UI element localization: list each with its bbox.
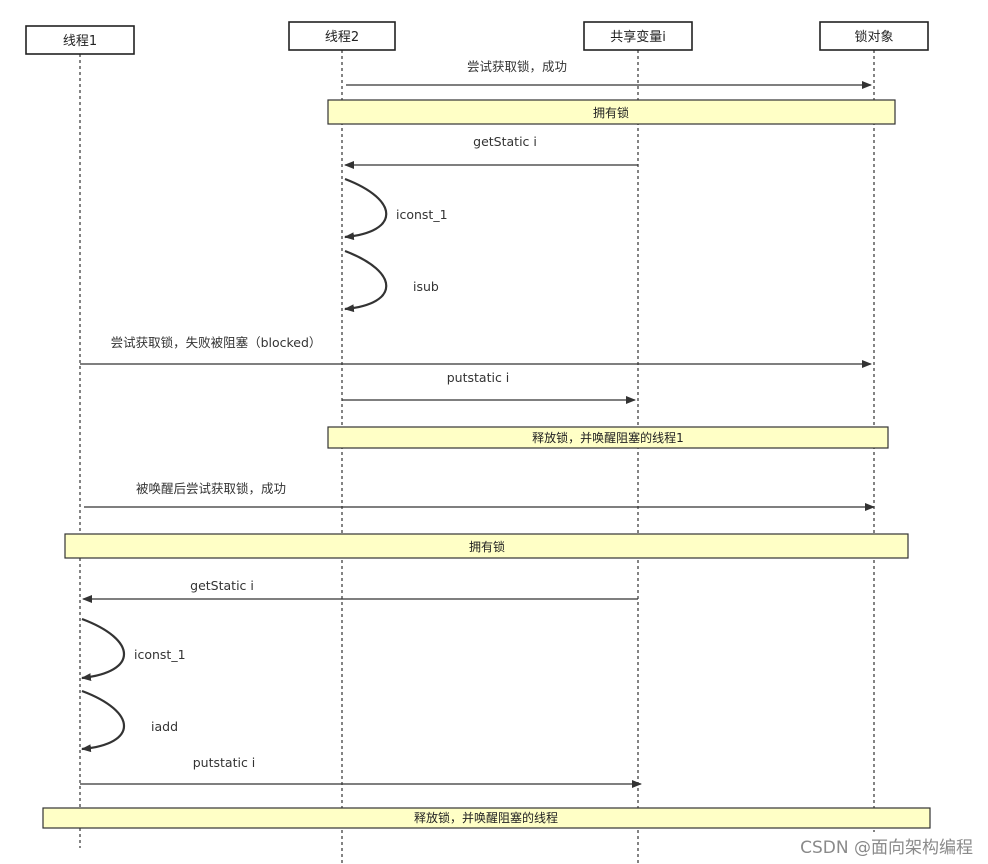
message-t1-blocked: 尝试获取锁，失败被阻塞（blocked） [80, 335, 872, 368]
message-t2-acquire-lock: 尝试获取锁，成功 [346, 59, 872, 89]
message-label: getStatic i [473, 134, 537, 149]
participant-thread1: 线程1 [25, 25, 135, 55]
note-label: 释放锁，并唤醒阻塞的线程 [414, 810, 558, 825]
message-label: 尝试获取锁，成功 [467, 59, 567, 74]
note-release-lock-2: 释放锁，并唤醒阻塞的线程 [42, 807, 931, 829]
note-release-lock-1: 释放锁，并唤醒阻塞的线程1 [327, 426, 889, 449]
note-label: 拥有锁 [593, 105, 629, 120]
self-message-iconst-t1: iconst_1 [81, 617, 186, 682]
participant-label: 线程1 [63, 34, 97, 49]
note-label: 拥有锁 [469, 539, 505, 554]
note-label: 释放锁，并唤醒阻塞的线程1 [532, 430, 684, 445]
self-message-iadd-t1: iadd [81, 689, 178, 753]
message-label: putstatic i [447, 370, 510, 385]
self-message-iconst-t2: iconst_1 [344, 177, 448, 241]
message-label: getStatic i [190, 578, 254, 593]
message-getstatic-t2: getStatic i [344, 134, 638, 169]
message-putstatic-t2: putstatic i [342, 370, 636, 404]
message-label: 被唤醒后尝试获取锁，成功 [136, 481, 286, 496]
message-label: putstatic i [193, 755, 256, 770]
participant-label: 锁对象 [854, 29, 893, 45]
message-t1-acquire-lock: 被唤醒后尝试获取锁，成功 [84, 481, 875, 511]
note-own-lock-1: 拥有锁 [327, 99, 896, 125]
message-getstatic-t1: getStatic i [82, 578, 638, 603]
message-putstatic-t1: putstatic i [80, 755, 642, 788]
message-label: 尝试获取锁，失败被阻塞（blocked） [111, 335, 322, 350]
message-label: iadd [151, 719, 178, 734]
note-own-lock-2: 拥有锁 [64, 533, 909, 559]
participant-shared-var: 共享变量i [583, 21, 693, 51]
message-label: isub [413, 279, 439, 294]
watermark: CSDN @面向架构编程 [800, 838, 973, 858]
participant-label: 共享变量i [610, 29, 666, 45]
message-label: iconst_1 [134, 647, 186, 662]
participant-label: 线程2 [325, 30, 359, 45]
participant-lock-object: 锁对象 [819, 21, 929, 51]
participant-thread2: 线程2 [288, 21, 396, 51]
message-label: iconst_1 [396, 207, 448, 222]
self-message-isub-t2: isub [344, 249, 439, 313]
